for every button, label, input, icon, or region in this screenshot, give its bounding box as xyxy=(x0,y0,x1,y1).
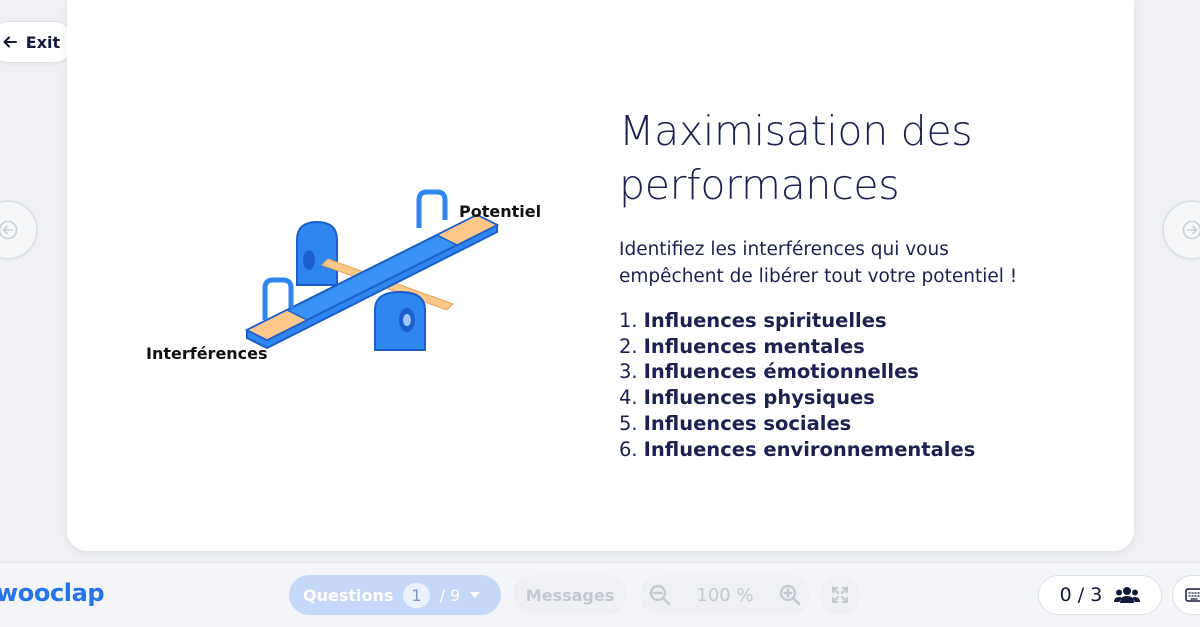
questions-button[interactable]: Questions 1 / 9 xyxy=(289,575,501,615)
keyboard-icon xyxy=(1185,588,1200,602)
zoom-level: 100 % xyxy=(696,584,754,606)
users-icon xyxy=(1114,587,1141,603)
list-item: 1.Influences spirituelles xyxy=(619,308,1099,334)
zoom-controls: 100 % xyxy=(640,575,810,615)
seesaw-board xyxy=(244,213,500,350)
wooclap-logo: wooclap xyxy=(0,579,105,607)
list-item-number: 6. xyxy=(619,437,638,461)
seesaw-front-support xyxy=(374,290,426,351)
list-item: 2.Influences mentales xyxy=(619,334,1099,360)
list-item-text: Influences physiques xyxy=(643,386,875,410)
slide-content: Maximisation des performances Identifiez… xyxy=(619,104,1099,462)
messages-label: Messages xyxy=(525,585,615,605)
seesaw-back-support xyxy=(296,220,338,286)
illustration-label-interferences: Interférences xyxy=(146,344,268,363)
messages-button[interactable]: Messages xyxy=(513,575,627,615)
exit-button[interactable]: Exit xyxy=(0,21,75,63)
keyboard-shortcuts-button[interactable] xyxy=(1172,575,1200,615)
participants-count: 0 / 3 xyxy=(1059,584,1103,606)
list-item-text: Influences spirituelles xyxy=(643,309,887,332)
influences-list: 1.Influences spirituelles 2.Influences m… xyxy=(619,308,1099,462)
fullscreen-button[interactable] xyxy=(820,575,860,615)
list-item: 4.Influences physiques xyxy=(619,385,1099,411)
next-slide-button[interactable] xyxy=(1162,200,1200,260)
exit-label: Exit xyxy=(25,32,61,52)
list-item-text: Influences émotionnelles xyxy=(643,360,919,384)
illustration-label-potentiel: Potentiel xyxy=(459,202,542,221)
question-total: / 9 xyxy=(439,585,461,605)
seesaw-illustration xyxy=(244,189,500,351)
arrow-right-circle-icon xyxy=(1182,220,1200,240)
previous-slide-button[interactable] xyxy=(0,200,38,260)
caret-down-icon xyxy=(470,592,481,598)
slide-title-line1: Maximisation des xyxy=(619,107,973,155)
question-current: 1 xyxy=(403,582,430,608)
list-item-number: 1. xyxy=(619,309,638,332)
zoom-out-icon[interactable] xyxy=(648,583,672,607)
list-item: 3.Influences émotionnelles xyxy=(619,359,1099,385)
expand-icon xyxy=(832,587,848,603)
list-item-text: Influences environnementales xyxy=(643,437,976,461)
slide-title: Maximisation des performances xyxy=(619,104,1099,212)
arrow-left-icon xyxy=(3,36,17,48)
list-item: 5.Influences sociales xyxy=(619,411,1099,437)
list-item-number: 2. xyxy=(619,334,638,358)
participants-counter[interactable]: 0 / 3 xyxy=(1038,575,1162,615)
slide-subtitle-line1: Identifiez les interférences qui vous xyxy=(619,239,949,260)
list-item: 6.Influences environnementales xyxy=(619,437,1099,463)
list-item-text: Influences mentales xyxy=(643,334,865,358)
questions-label: Questions xyxy=(303,585,394,605)
list-item-number: 5. xyxy=(619,411,638,435)
list-item-text: Influences sociales xyxy=(643,411,852,435)
zoom-in-icon[interactable] xyxy=(778,583,802,607)
slide-subtitle-line2: empêchent de libérer tout votre potentie… xyxy=(619,266,1018,287)
list-item-number: 3. xyxy=(619,360,638,384)
arrow-left-circle-icon xyxy=(0,220,18,240)
slide-card: Potentiel Interférences Maximisation des… xyxy=(67,0,1134,551)
slide-subtitle: Identifiez les interférences qui vous em… xyxy=(619,236,1099,290)
slide-title-line2: performances xyxy=(619,161,900,209)
list-item-number: 4. xyxy=(619,386,638,410)
